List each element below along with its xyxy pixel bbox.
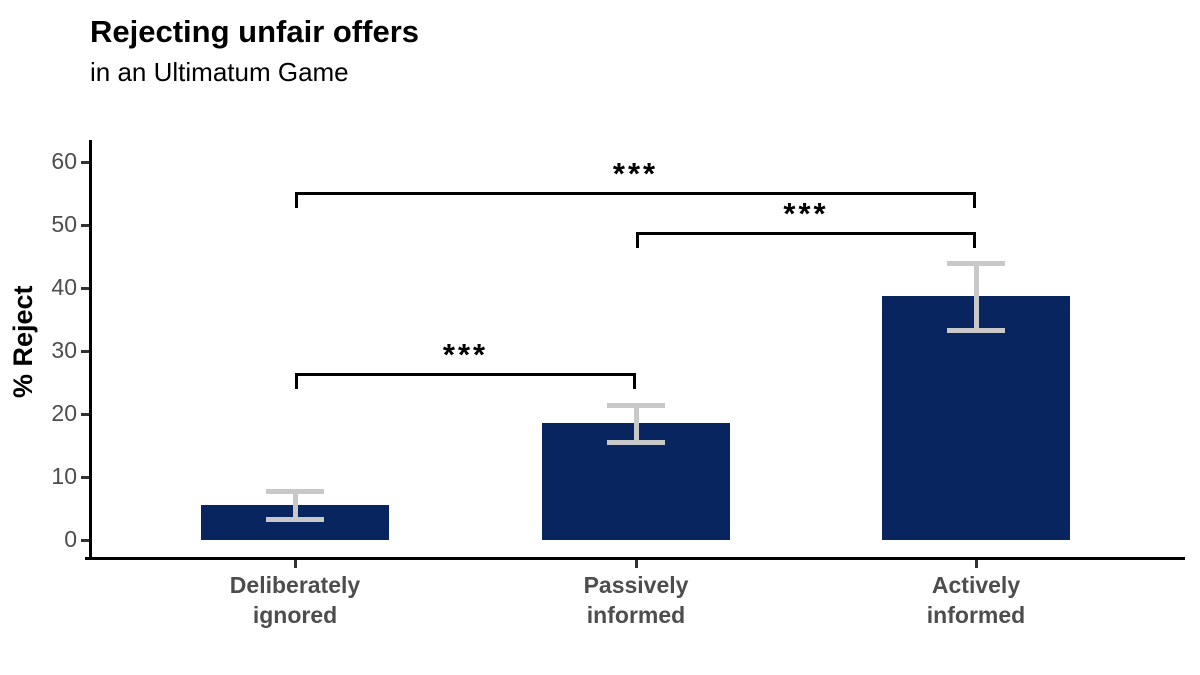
y-tick-10 — [81, 476, 89, 479]
y-tick-label-10: 10 — [51, 463, 77, 489]
y-tick-60 — [81, 161, 89, 164]
y-tick-label-20: 20 — [51, 400, 77, 426]
y-tick-50 — [81, 224, 89, 227]
x-tick-passively-informed — [635, 560, 638, 568]
sig-label-sig-1-2: *** — [783, 195, 829, 231]
errorbar-line-deliberately-ignored — [292, 490, 298, 520]
x-tick-deliberately-ignored — [294, 560, 297, 568]
sig-bracket-end-left-sig-1-2 — [636, 231, 639, 248]
bar-actively-informed — [882, 295, 1070, 540]
chart-subtitle: in an Ultimatum Game — [90, 57, 349, 87]
errorbar-cap-top-passively-informed — [607, 402, 665, 408]
sig-bracket-end-right-sig-0-1 — [633, 373, 636, 390]
sig-bracket-sig-0-2 — [295, 192, 976, 196]
y-tick-label-30: 30 — [51, 337, 77, 363]
x-axis-line — [85, 557, 1185, 560]
sig-bracket-end-left-sig-0-1 — [295, 373, 298, 390]
chart-title: Rejecting unfair offers — [90, 14, 419, 49]
sig-bracket-sig-1-2 — [636, 231, 976, 235]
x-category-label-passively-informed: Passively informed — [583, 572, 689, 628]
y-tick-30 — [81, 350, 89, 353]
y-tick-label-50: 50 — [51, 211, 77, 237]
y-tick-0 — [81, 539, 89, 542]
x-category-label-actively-informed: Actively informed — [926, 572, 1026, 628]
sig-label-sig-0-2: *** — [612, 156, 659, 192]
errorbar-line-passively-informed — [633, 404, 639, 443]
sig-bracket-end-right-sig-1-2 — [973, 231, 976, 248]
errorbar-cap-bottom-deliberately-ignored — [266, 517, 324, 523]
y-tick-label-40: 40 — [51, 274, 77, 300]
errorbar-cap-bottom-passively-informed — [607, 440, 665, 446]
sig-bracket-end-left-sig-0-2 — [295, 192, 298, 209]
sig-bracket-sig-0-1 — [295, 373, 636, 377]
y-axis-line — [89, 140, 92, 560]
x-category-label-deliberately-ignored: Deliberately ignored — [229, 572, 361, 628]
errorbar-cap-top-actively-informed — [947, 260, 1005, 266]
y-tick-label-0: 0 — [64, 526, 77, 552]
x-tick-actively-informed — [975, 560, 978, 568]
y-tick-40 — [81, 287, 89, 290]
errorbar-line-actively-informed — [973, 262, 979, 330]
sig-bracket-end-right-sig-0-2 — [973, 192, 976, 209]
y-tick-20 — [81, 413, 89, 416]
errorbar-cap-top-deliberately-ignored — [266, 488, 324, 494]
errorbar-cap-bottom-actively-informed — [947, 327, 1005, 333]
y-tick-label-60: 60 — [51, 148, 77, 174]
sig-label-sig-0-1: *** — [442, 337, 489, 373]
